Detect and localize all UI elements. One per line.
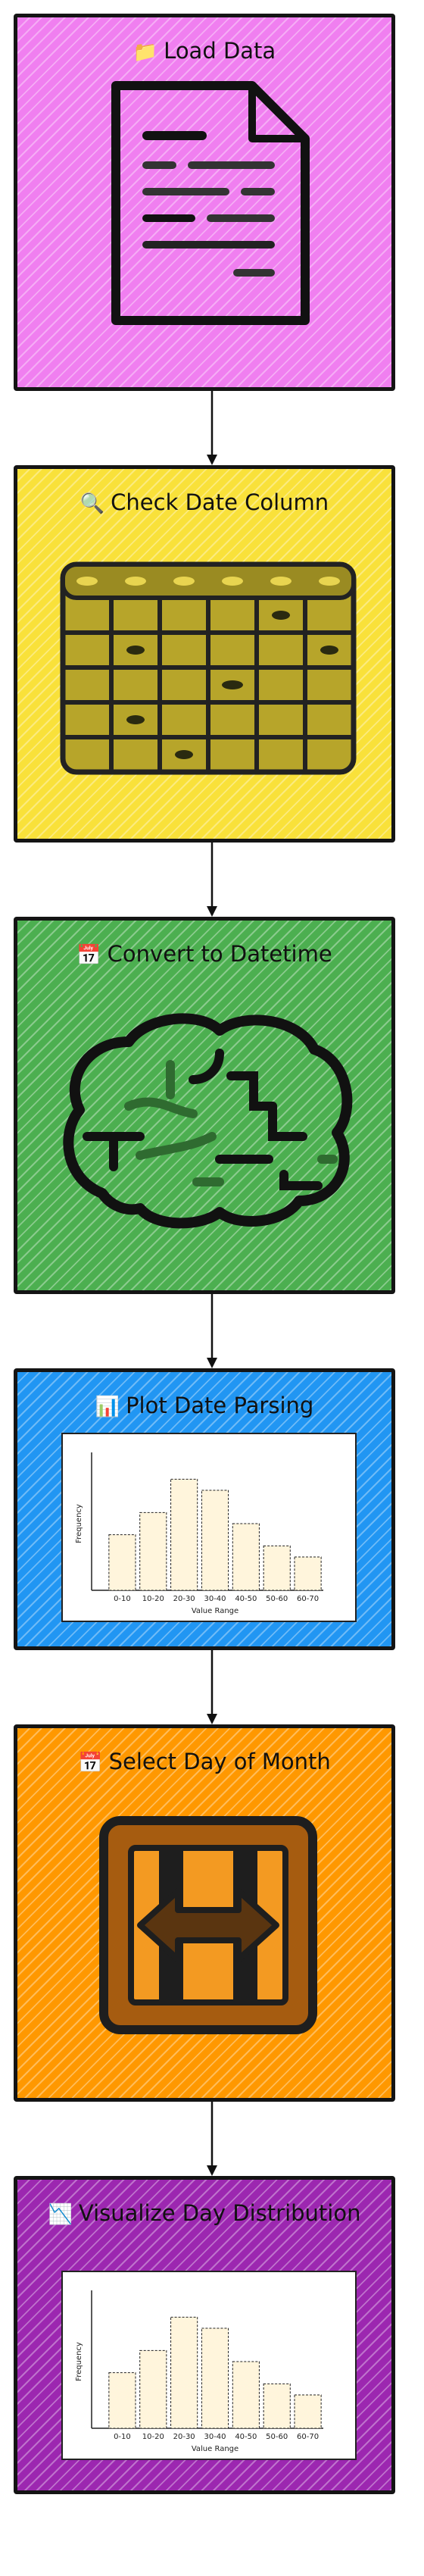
step-label: Convert to Datetime [107,941,332,967]
x-tick-label: 50-60 [266,2433,288,2441]
flow-arrow [207,1650,217,1724]
calendar-icon: 📅 [78,1752,103,1774]
step-card-visualize-day-distribution: 📉Visualize Day Distribution 0-10 10-20 20-… [14,2176,395,2494]
y-axis-label: Frequency [75,1504,83,1543]
x-tick-label: 60-70 [297,2433,319,2441]
histogram-bar [108,1534,136,1591]
step-title-check-date-column: 🔍 Check Date Column [17,486,391,521]
histogram-chart: 0-10 10-20 20-30 30-40 40-50 50-60 60-70Value … [75,1452,323,1615]
calendar-icon: 📅 [76,944,101,967]
flow-arrow [207,1294,217,1368]
x-tick-label: 10-20 [142,2433,164,2441]
step-label: Visualize Day Distribution [78,2200,361,2226]
step-title-plot-date-parsing: 📊 Plot Date Parsing [17,1389,391,1424]
step-card-check-date-column: 🔍 Check Date Column [14,465,395,843]
x-tick-label: 10-20 [142,1595,164,1603]
x-tick-label: 40-50 [235,1595,257,1603]
line-chart-icon: 📉 [48,2203,73,2226]
histogram-chart: 0-10 10-20 20-30 30-40 40-50 50-60 60-70Value … [75,2290,323,2453]
step-card-convert-to-datetime: 📅 Convert to Datetime [14,917,395,1294]
step-title-visualize-day-distribution: 📉Visualize Day Distribution [17,2196,391,2231]
histogram-bar [170,1478,198,1591]
x-tick-label: 50-60 [266,1595,288,1603]
histogram-bar [201,1490,229,1591]
x-axis-label: Value Range [192,2445,238,2453]
step-card-load-data: 📁 Load Data [14,14,395,391]
step-title-select-day-of-month: 📅Select Day of Month [17,1745,391,1780]
histogram-bar [263,1545,291,1591]
bar-chart-icon: 📊 [95,1396,120,1418]
step-label: Load Data [164,38,276,64]
flow-arrow [207,391,217,465]
flow-arrow [207,2102,217,2176]
histogram-bar [294,1556,322,1591]
histogram-bar [232,2361,260,2429]
x-tick-label: 30-40 [204,2433,226,2441]
step-title-convert-to-datetime: 📅 Convert to Datetime [17,937,391,972]
brain-icon [63,1013,353,1229]
flow-arrow [207,843,217,917]
x-tick-label: 60-70 [297,1595,319,1603]
y-axis-label: Frequency [75,2342,83,2381]
step-label: Plot Date Parsing [126,1393,314,1418]
histogram-bar [263,2383,291,2429]
histogram-bar [201,2327,229,2429]
step-title-load-data: 📁 Load Data [17,34,391,69]
x-tick-label: 20-30 [173,1595,195,1603]
x-tick-label: 40-50 [235,2433,257,2441]
histogram-bar [139,1512,167,1591]
split-arrows-icon [99,1816,317,2034]
histogram-bar [294,2394,322,2429]
histogram-bar [108,2372,136,2429]
x-tick-label: 30-40 [204,1595,226,1603]
step-card-plot-date-parsing: 📊 Plot Date Parsing 0-10 10-20 20-30 30-40 40… [14,1368,395,1650]
histogram-bar [232,1523,260,1591]
table-icon [60,561,357,775]
histogram-bar [170,2316,198,2429]
x-tick-label: 0-10 [114,1595,131,1603]
x-tick-label: 0-10 [114,2433,131,2441]
folder-icon: 📁 [132,41,158,64]
step-label: Check Date Column [111,489,329,515]
x-axis-label: Value Range [192,1607,238,1615]
magnifier-icon: 🔍 [80,492,105,515]
x-tick-label: 20-30 [173,2433,195,2441]
step-card-select-day-of-month: 📅Select Day of Month [14,1724,395,2102]
step-label: Select Day of Month [108,1749,331,1774]
histogram-bar [139,2349,167,2429]
document-icon [111,81,310,325]
